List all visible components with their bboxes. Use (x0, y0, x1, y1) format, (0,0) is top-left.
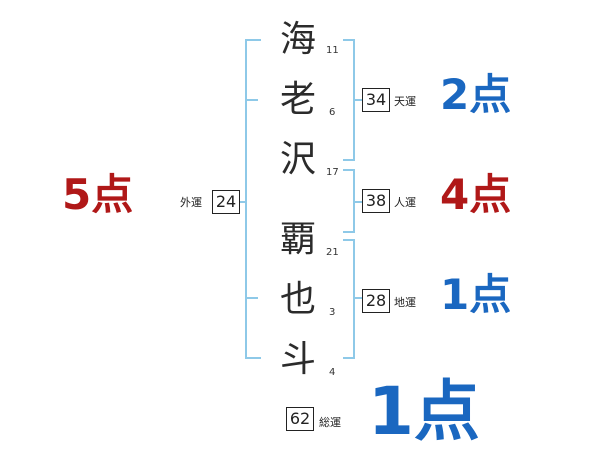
given-char-1: 覇 (279, 219, 316, 260)
tenun-label: 天運 (394, 95, 416, 108)
tenun-score: 2点 (440, 70, 512, 119)
jinun-value: 38 (362, 189, 390, 213)
tenun-value: 34 (362, 88, 390, 112)
gaiun-label: 外運 (180, 196, 202, 209)
chiun-score: 1点 (440, 270, 512, 319)
given-strokes-1: 21 (326, 247, 339, 258)
given-strokes-3: 4 (329, 367, 336, 378)
surname-strokes-2: 6 (329, 107, 336, 118)
surname-char-3: 沢 (279, 139, 316, 180)
surname-strokes-3: 17 (326, 167, 339, 178)
souun-label: 総運 (319, 416, 341, 429)
surname-char-1: 海 (279, 19, 316, 60)
chiun-value: 28 (362, 289, 390, 313)
given-strokes-2: 3 (329, 307, 336, 318)
souun-score: 1点 (368, 373, 480, 450)
surname-strokes-1: 11 (326, 45, 339, 56)
surname-char-2: 老 (279, 79, 316, 120)
given-char-3: 斗 (279, 339, 316, 380)
jinun-score: 4点 (440, 170, 512, 219)
gaiun-score: 5点 (62, 170, 134, 219)
gaiun-value: 24 (212, 190, 240, 214)
souun-value: 62 (286, 407, 314, 431)
chiun-label: 地運 (394, 296, 416, 309)
given-char-2: 也 (279, 279, 316, 320)
jinun-label: 人運 (394, 196, 416, 209)
